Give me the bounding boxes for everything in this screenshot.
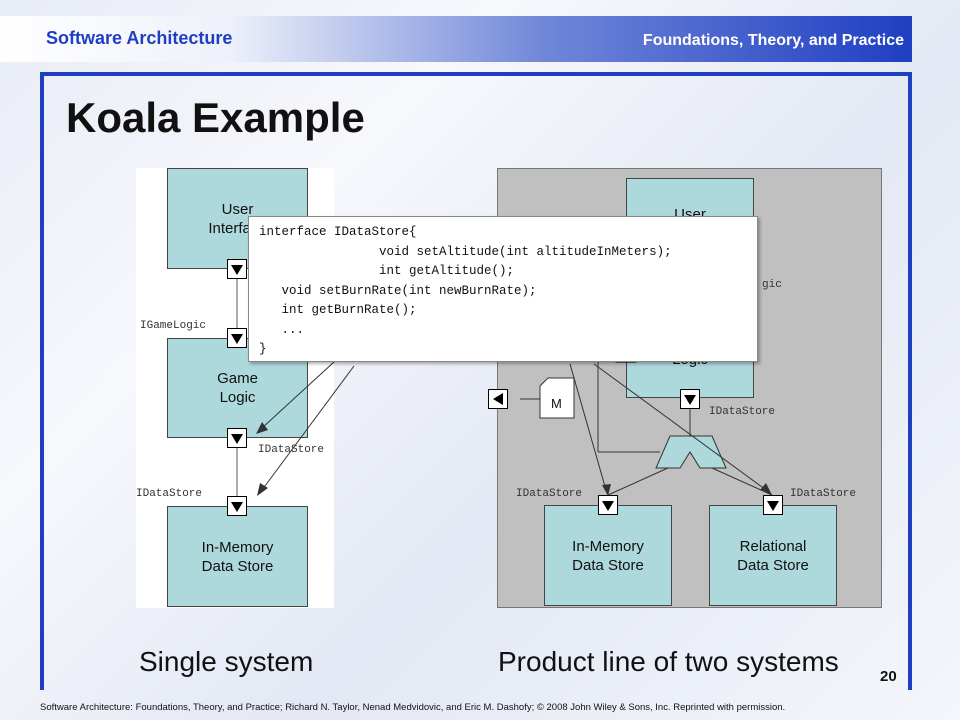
requires-port-icon: [680, 389, 700, 409]
code-line: int getBurnRate();: [259, 303, 417, 317]
footer-citation: Software Architecture: Foundations, Theo…: [40, 702, 786, 713]
in-memory-data-store-component: In-Memory Data Store: [167, 506, 308, 607]
requires-port-icon: [227, 259, 247, 279]
provides-port-icon: [763, 495, 783, 515]
relational-data-store-component: Relational Data Store: [709, 505, 837, 606]
code-line: ...: [259, 322, 305, 337]
idatastore-code-callout: interface IDataStore{ void setAltitude(i…: [248, 216, 758, 362]
header-bar: [0, 16, 912, 62]
label-idatastore-required: IDataStore: [258, 444, 325, 456]
caption-single-system: Single system: [139, 646, 314, 677]
page-number: 20: [880, 668, 897, 685]
code-line: void setAltitude(int altitudeInMeters);: [259, 244, 672, 259]
label-idatastore-memory: IDataStore: [516, 488, 583, 500]
header-course-title: Software Architecture: [46, 28, 233, 48]
code-line: }: [259, 342, 267, 356]
diversity-port-icon: [488, 389, 508, 409]
label-igamelogic: IGameLogic: [140, 320, 207, 332]
label-idatastore-provided: IDataStore: [136, 488, 203, 500]
provides-port-icon: [227, 496, 247, 516]
code-line: interface IDataStore{: [259, 225, 417, 239]
frame-left: [40, 72, 44, 690]
requires-port-icon: [227, 428, 247, 448]
module-m-shape: [539, 377, 575, 419]
frame-right: [908, 72, 912, 690]
label-idatastore-relational: IDataStore: [790, 488, 857, 500]
frame-top: [40, 72, 912, 76]
provides-port-icon: [227, 328, 247, 348]
switch-shape: [655, 435, 727, 469]
caption-product-line: Product line of two systems: [498, 646, 839, 677]
in-memory-data-store-component: In-Memory Data Store: [544, 505, 672, 606]
header-subtitle: Foundations, Theory, and Practice: [642, 32, 904, 49]
slide-title: Koala Example: [66, 94, 365, 141]
code-line: void setBurnRate(int newBurnRate);: [259, 283, 537, 298]
label-idatastore-game: IDataStore: [709, 406, 776, 418]
code-line: int getAltitude();: [259, 264, 515, 278]
label-igamelogic-partial: gic: [762, 279, 782, 291]
module-m-label: M: [551, 396, 562, 411]
